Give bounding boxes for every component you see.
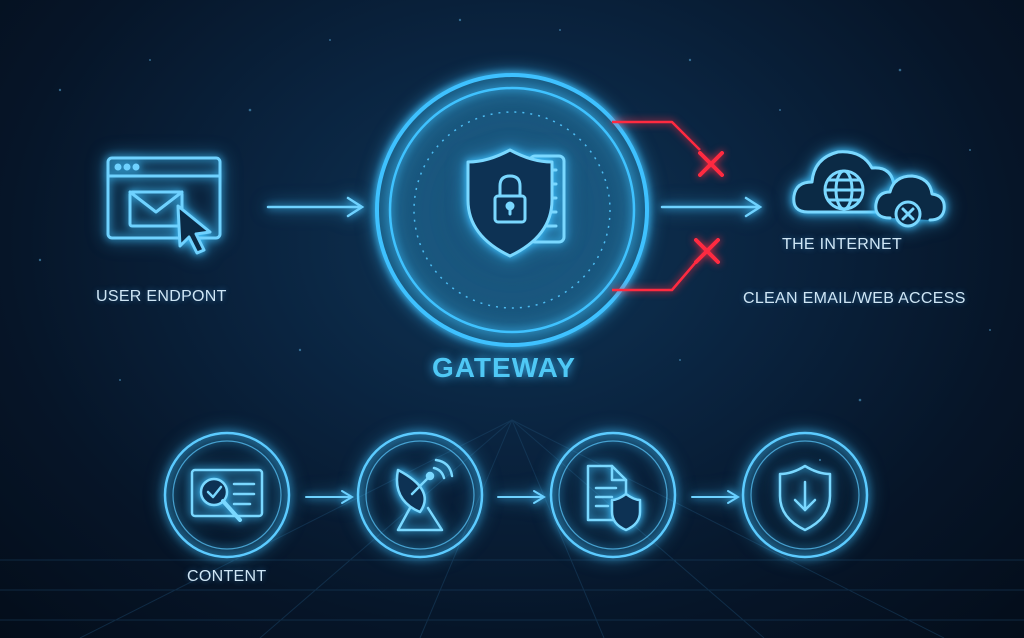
shield-lock-server-icon [466, 148, 566, 258]
background-particles [38, 18, 991, 462]
step-circle-3 [549, 431, 677, 559]
arrow-step-3-4 [691, 490, 740, 504]
content-label: CONTENT [187, 568, 267, 585]
internet-label: THE INTERNET [782, 236, 903, 253]
step-circle-1 [163, 431, 291, 559]
arrow-to-internet [660, 196, 763, 218]
browser-envelope-cursor-icon [106, 156, 222, 255]
red-x-icon [694, 238, 720, 264]
arrow-step-2-3 [497, 490, 546, 504]
blocked-paths [612, 120, 701, 292]
arrow-step-1-2 [305, 490, 354, 504]
satellite-dish-icon [395, 458, 454, 532]
arrow-to-gateway [266, 196, 365, 218]
step-circle-4 [741, 431, 869, 559]
document-shield-icon [586, 464, 642, 532]
clean-access-label: CLEAN EMAIL/WEB ACCESS [743, 290, 966, 307]
shield-download-icon [778, 464, 832, 532]
content-inspect-icon [190, 468, 264, 522]
step-circle-2 [356, 431, 484, 559]
cloud-x-icon [874, 174, 946, 228]
background-grid [0, 419, 1024, 638]
gateway-title: GATEWAY [432, 352, 576, 383]
red-x-icon [698, 151, 724, 177]
user-endpoint-label: USER ENDPONT [96, 288, 227, 305]
